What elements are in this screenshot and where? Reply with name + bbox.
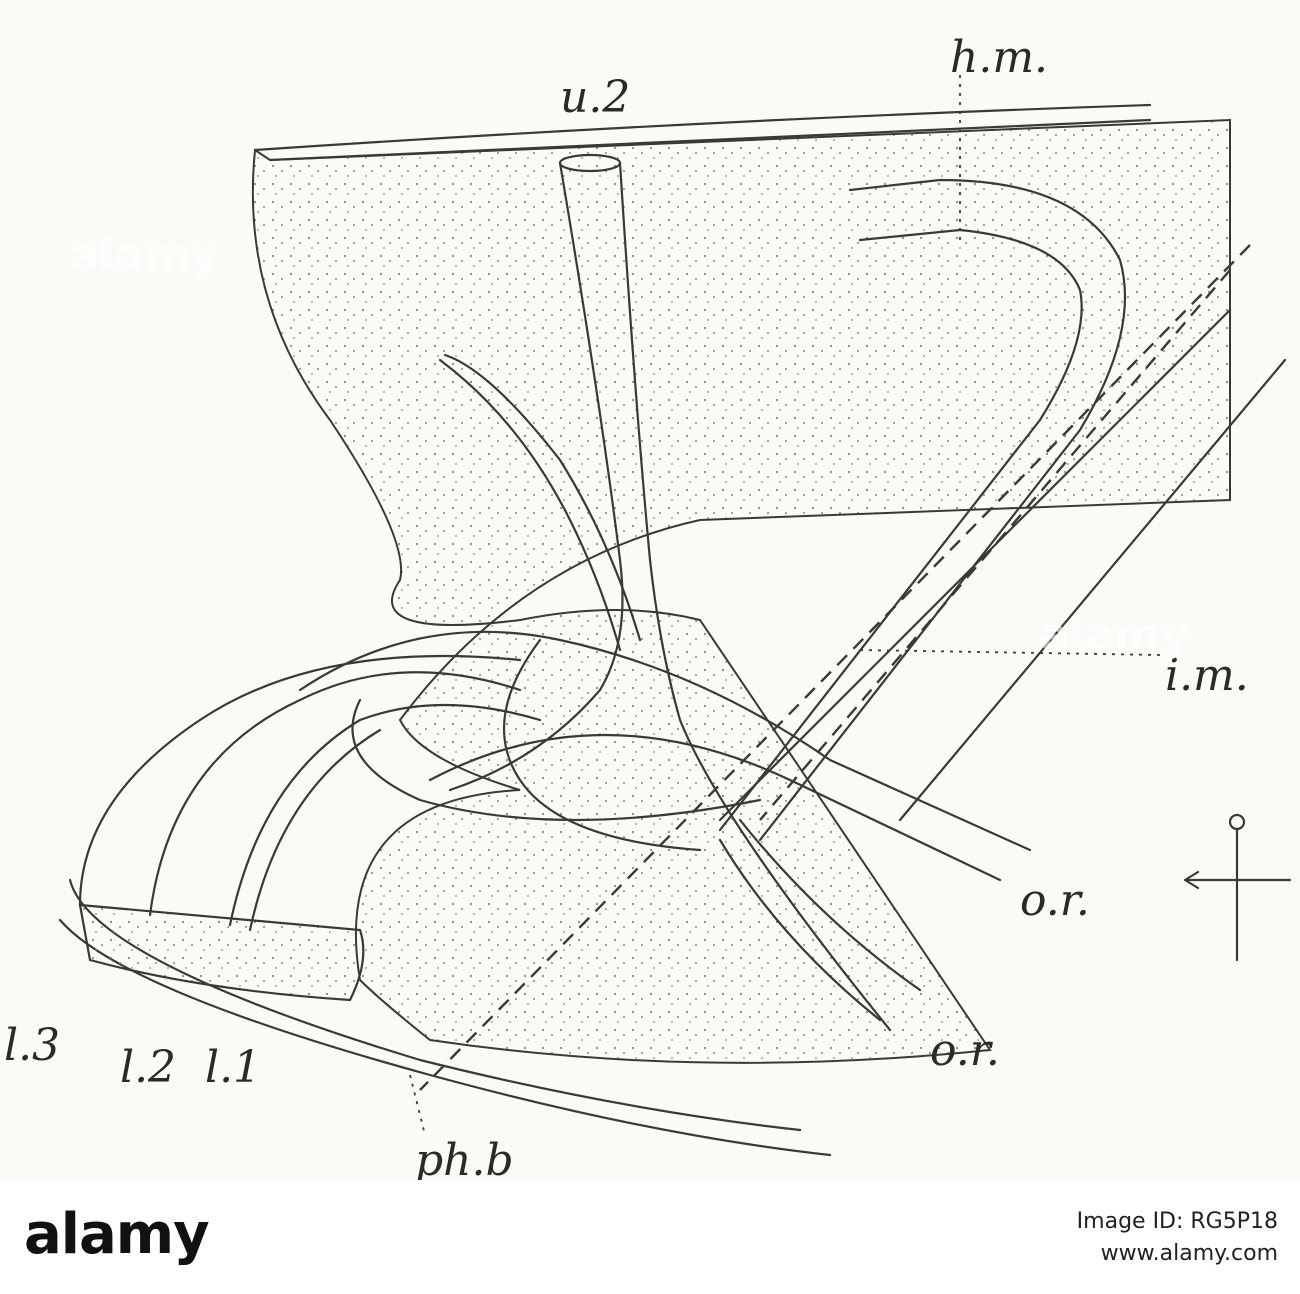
stock-footer: alamy Image ID: RG5P18 www.alamy.com (0, 1180, 1300, 1294)
or-lower-strand (718, 838, 882, 1022)
loop-upper (298, 630, 1032, 852)
label-l3: l.3 (4, 1020, 60, 1071)
loop-lower (428, 733, 1002, 882)
watermark: alamy (70, 230, 219, 281)
or-lower-strand-2 (738, 818, 922, 992)
lower-block (78, 903, 365, 1002)
l1-strand (228, 703, 542, 927)
im-dashed-axis-2 (759, 269, 1231, 821)
stippled-region (251, 118, 1231, 1064)
site-url[interactable]: www.alamy.com (1100, 1241, 1278, 1266)
im-dashed-axis (419, 244, 1251, 1091)
image-meta: Image ID: RG5P18 www.alamy.com (1077, 1206, 1278, 1270)
hm-muscle-inner (718, 228, 1083, 832)
image-id: Image ID: RG5P18 (1076, 1209, 1278, 1234)
figure-drawing: h.m. u.2 i.m. o.r. o.r. l.3 l.2 l.1 ph.b (4, 32, 1292, 1180)
left-strand-inner (443, 353, 642, 642)
label-u2: u.2 (560, 72, 630, 123)
ring-left (502, 638, 702, 852)
hm-muscle-outer (758, 178, 1126, 842)
orientation-symbol-head (1228, 813, 1246, 831)
ring-outer (351, 698, 762, 822)
u2-tube-left (448, 161, 624, 792)
orientation-symbol (1183, 827, 1292, 962)
label-or-upper: o.r. (1020, 875, 1090, 926)
label-phb: ph.b (415, 1135, 514, 1180)
label-or-lower: o.r. (930, 1025, 1000, 1076)
watermark: alamy (1040, 610, 1189, 661)
l1-strand-2 (248, 728, 382, 932)
label-l2: l.2 (120, 1042, 176, 1093)
label-l1: l.1 (205, 1042, 261, 1093)
upper-body-contour (253, 103, 1152, 152)
brand-logo[interactable]: alamy (24, 1202, 210, 1267)
im-band-left (718, 308, 1232, 822)
l3-strand (78, 654, 522, 907)
label-hm: h.m. (950, 32, 1048, 83)
u2-tube-right (618, 161, 892, 1032)
label-im: i.m. (1165, 650, 1249, 701)
anatomical-figure: h.m. u.2 i.m. o.r. o.r. l.3 l.2 l.1 ph.b… (4, 32, 1292, 1180)
phb-leader (409, 1074, 426, 1136)
l2-strand (148, 671, 522, 917)
im-band-right (898, 358, 1287, 822)
left-strand (438, 358, 622, 652)
